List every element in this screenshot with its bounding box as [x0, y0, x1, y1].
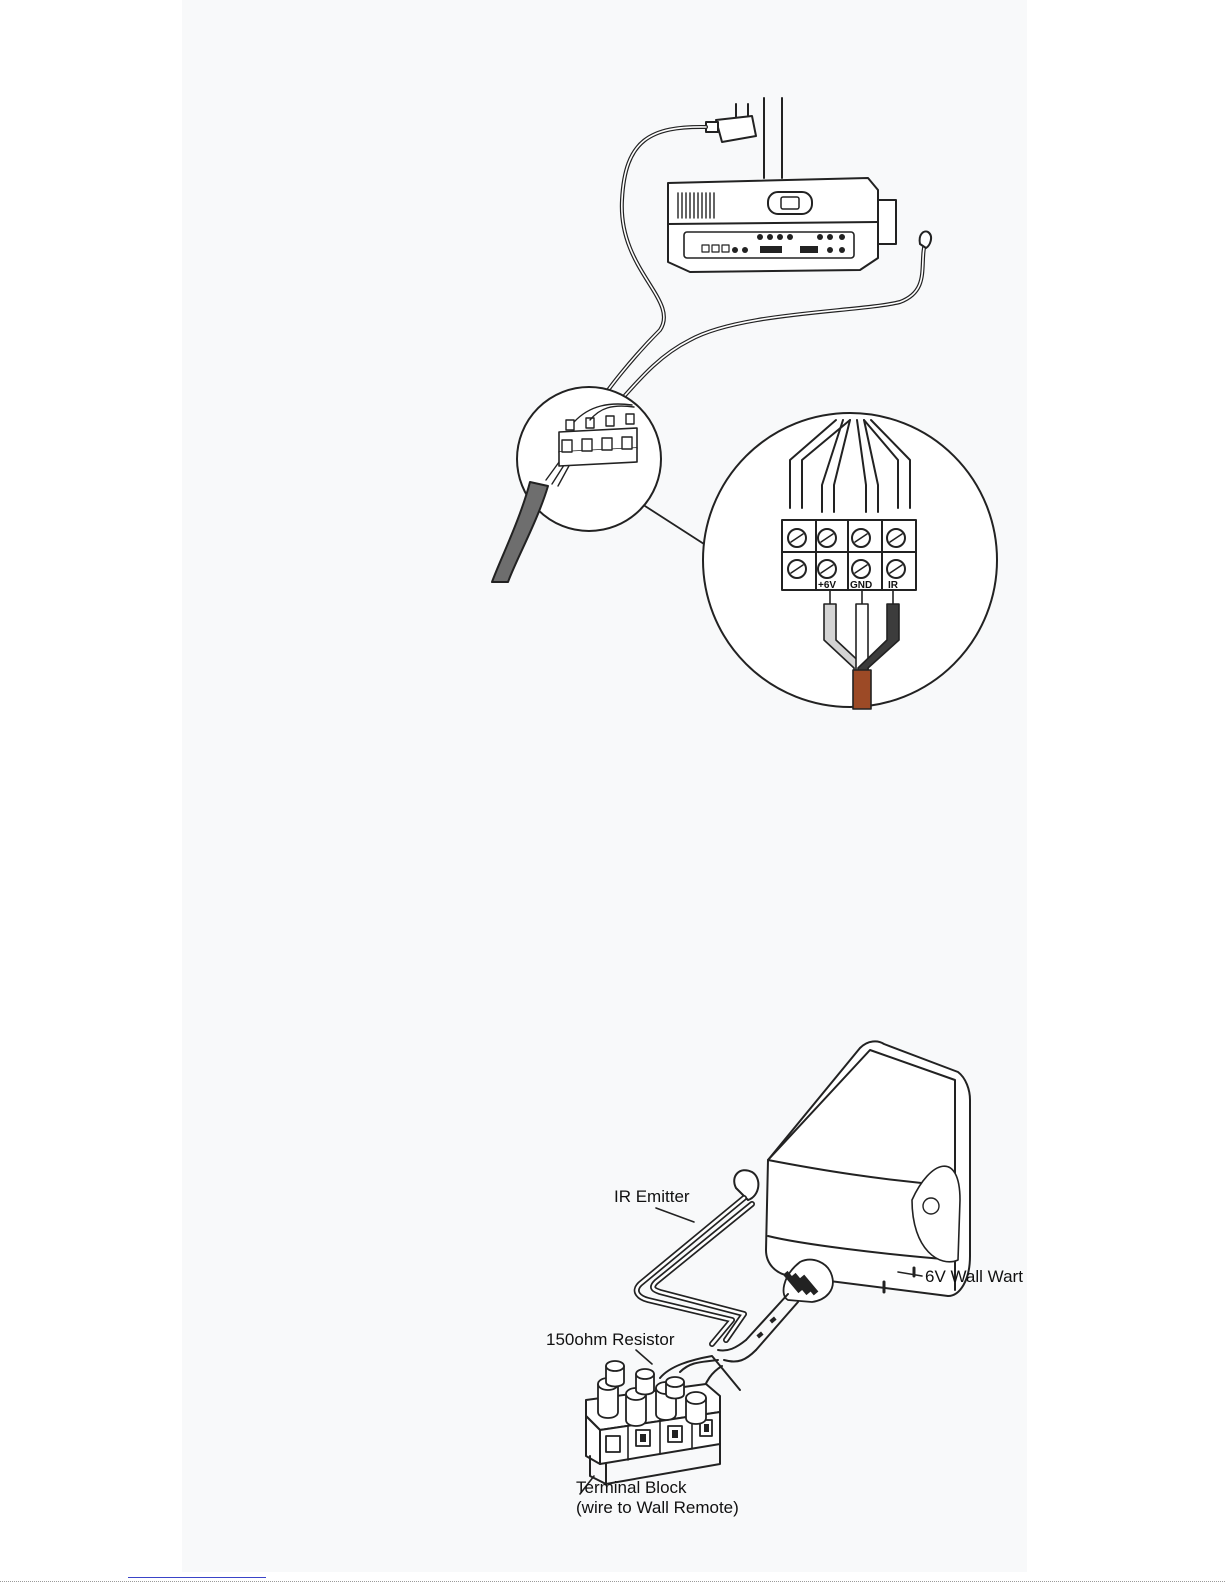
callout-line [645, 506, 704, 544]
terminal-block-label: Terminal Block [576, 1478, 687, 1498]
terminal-label-ir: IR [888, 580, 898, 592]
resistor-label: 150ohm Resistor [546, 1330, 675, 1350]
small-detail-circle [492, 387, 661, 582]
projector [668, 178, 896, 272]
footer-dotted-rule [0, 1581, 1225, 1582]
ir-emitter-label: IR Emitter [614, 1187, 690, 1207]
terminal-label-6v: +6V [818, 580, 836, 592]
terminal-block [586, 1361, 720, 1484]
ceiling-mount [764, 98, 782, 178]
large-detail-circle [703, 413, 997, 709]
terminal-label-gnd: GND [850, 580, 872, 592]
footer-link-rule [128, 1577, 266, 1578]
wall-wart [766, 1041, 970, 1296]
wall-wart-label: 6V Wall Wart [925, 1267, 1023, 1287]
terminal-block-note: (wire to Wall Remote) [576, 1498, 739, 1518]
